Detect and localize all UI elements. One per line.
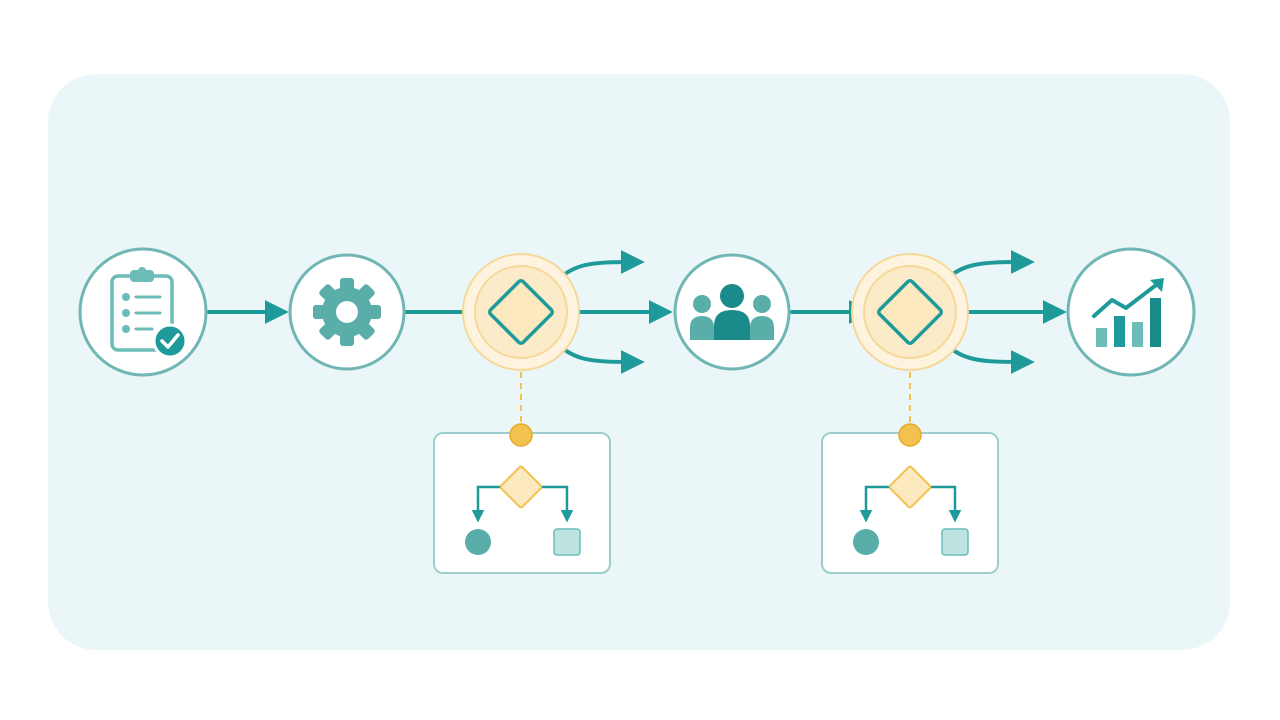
circle-outcome-icon [853,529,879,555]
gear-icon [313,278,381,346]
people-group-icon [690,284,774,340]
decision-node-2 [851,253,969,371]
square-outcome-icon [941,528,969,556]
decision-detail-card-2 [821,423,999,574]
square-outcome-icon [553,528,581,556]
decision-detail-card-1 [433,423,611,574]
pin-icon [898,423,922,447]
decision-diamond-icon [499,465,543,509]
process-gear-node [288,253,406,371]
task-checklist-node [78,247,208,377]
growth-chart-icon [1092,278,1164,347]
team-node [673,253,791,371]
decision-node-1 [462,253,580,371]
decision-diamond-icon [487,278,555,346]
decision-diamond-icon [888,465,932,509]
pin-icon [509,423,533,447]
clipboard-check-icon [110,267,188,359]
circle-outcome-icon [465,529,491,555]
results-chart-node [1066,247,1196,377]
decision-diamond-icon [876,278,944,346]
